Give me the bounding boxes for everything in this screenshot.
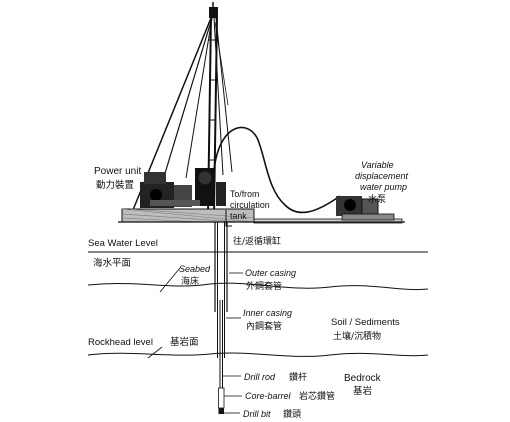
barge-deck (118, 208, 405, 224)
drilling-rig (118, 2, 405, 227)
water-hose (213, 126, 341, 214)
core-barrel-label-en: Core-barrel (245, 391, 292, 401)
power-unit-label-zh: 動力裝置 (96, 179, 134, 191)
tank-label-line3: tank (230, 211, 247, 221)
crown-block (209, 7, 218, 18)
bedrock-label-zh: 基岩 (353, 385, 372, 397)
water-pump (336, 196, 395, 221)
inner-casing-label-zh: 內鋼套管 (246, 320, 282, 332)
strata-lines (87, 251, 429, 357)
drill-bit-label-en: Drill bit (243, 409, 271, 419)
tank-label-zh: 往/返循環缸 (233, 235, 281, 247)
drill-string (214, 222, 228, 414)
soil-sediments-label-en: Soil / Sediments (331, 317, 400, 328)
drill-rod-label-en: Drill rod (244, 372, 276, 382)
pump-label-line3: water pump (360, 182, 407, 192)
support-lines (132, 17, 233, 211)
tank-label-line2: circulation (230, 200, 270, 210)
soil-sediments-label-zh: 土壤/沉積物 (333, 330, 381, 342)
inner-casing-label-en: Inner casing (243, 308, 292, 318)
sea-water-level-label-zh: 海水平面 (93, 257, 131, 269)
pump-label-line2: displacement (355, 171, 409, 181)
drill-bit (218, 408, 224, 414)
drill-bit-label-zh: 鑽頭 (283, 408, 301, 420)
outer-casing-label-zh: 外鋼套管 (246, 280, 282, 292)
labels: Power unit 動力裝置 To/from circulation tank… (88, 160, 409, 420)
pump-label-line1: Variable (361, 160, 394, 170)
seabed-line (87, 282, 429, 291)
circulation-pipe (225, 210, 232, 227)
core-barrel-label-zh: 岩芯鑽管 (299, 390, 335, 402)
pump-label-zh: 水泵 (368, 193, 386, 205)
power-unit-label-en: Power unit (94, 166, 141, 177)
tank-label-line1: To/from (230, 189, 259, 199)
core-barrel (218, 387, 225, 409)
rockhead-line (87, 352, 429, 357)
rockhead-level-label-zh: 基岩面 (170, 336, 199, 348)
sea-water-level-label-en: Sea Water Level (88, 238, 158, 249)
power-unit (140, 168, 226, 208)
drill-rod-label-zh: 鑽杆 (289, 371, 307, 383)
seabed-label-zh: 海床 (181, 275, 199, 287)
leader-lines (147, 267, 243, 414)
seabed-label-en: Seabed (179, 264, 211, 274)
outer-casing-label-en: Outer casing (245, 268, 296, 278)
bedrock-label-en: Bedrock (344, 373, 382, 384)
rockhead-level-label-en: Rockhead level (88, 337, 153, 348)
